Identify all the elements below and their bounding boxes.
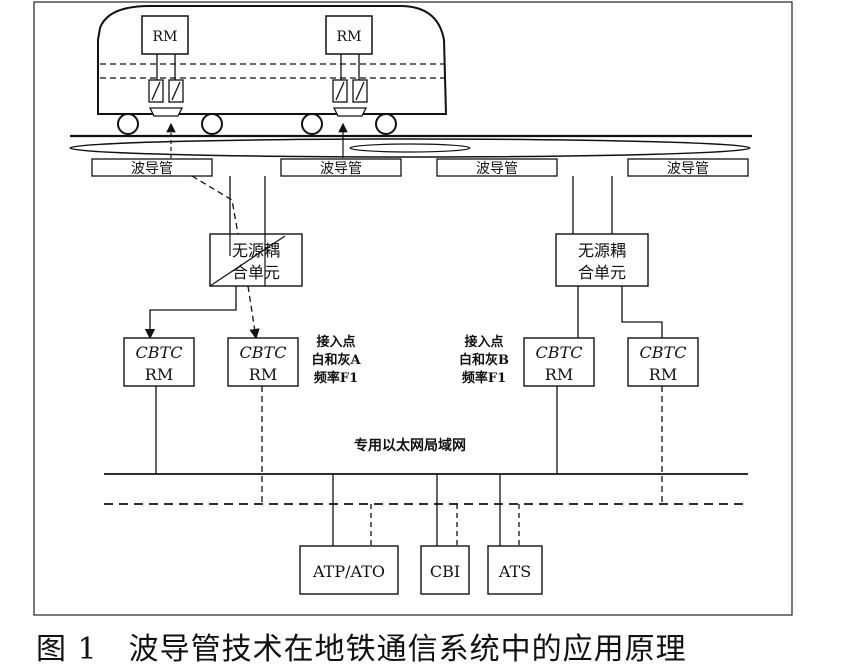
waveguide-box-2 — [280, 158, 402, 177]
cbtc-box-4 — [627, 337, 699, 387]
train-rm-box-left — [141, 15, 189, 55]
system-label-cbi: CBI — [430, 562, 460, 581]
coupler-crossing-lines — [209, 234, 286, 287]
system-box-ats — [487, 545, 543, 595]
waveguide-label-3: 波导管 — [476, 161, 518, 177]
waveguide-label-4: 波导管 — [667, 161, 709, 177]
waveguide-box-3 — [436, 158, 558, 177]
cbtc-label-1b: RM — [145, 365, 173, 384]
access-point-b-line2: 白和灰B — [459, 352, 509, 368]
train-rm-label-right: RM — [337, 29, 362, 45]
antenna-assembly-left — [148, 54, 184, 117]
bus-to-system-lines — [332, 474, 520, 546]
wheel-icon — [201, 113, 223, 135]
coupler-feed-lines-right — [572, 176, 613, 234]
coupler-to-cbtc-lines — [144, 285, 663, 340]
cbtc-label-3a: CBTC — [536, 343, 583, 362]
antenna-assembly-right — [332, 54, 368, 117]
system-label-ats: ATS — [498, 562, 531, 581]
waveguide-label-2: 波导管 — [320, 161, 362, 177]
figure-caption: 图 1 波导管技术在地铁通信系统中的应用原理 — [36, 632, 687, 667]
cbtc-label-4a: CBTC — [640, 343, 687, 362]
access-point-b-line1: 接入点 — [464, 334, 503, 350]
waveguide-box-4 — [627, 158, 749, 177]
cbtc-label-2b: RM — [249, 365, 277, 384]
system-label-atp-ato: ATP/ATO — [312, 562, 385, 581]
coupler-label-left-1: 无源耦 — [232, 241, 280, 260]
coupler-feed-lines-left — [191, 175, 266, 235]
cbtc-box-3 — [523, 337, 595, 387]
train-rm-box-right — [325, 15, 373, 55]
coupler-box-left — [209, 233, 303, 287]
track-loop-inner — [349, 143, 471, 153]
wheel-icon — [375, 113, 397, 135]
wheel-icon — [117, 113, 139, 135]
cbtc-label-1a: CBTC — [136, 343, 183, 362]
system-box-atp-ato — [299, 545, 399, 595]
system-box-cbi — [420, 545, 470, 595]
coupler-box-right — [555, 233, 649, 287]
coupler-label-right-1: 无源耦 — [578, 241, 626, 260]
access-point-a-line3: 频率F1 — [314, 370, 358, 386]
coupler-label-right-2: 合单元 — [578, 263, 626, 282]
cbtc-label-2a: CBTC — [240, 343, 287, 362]
wheel-icon — [301, 113, 323, 135]
track-loop — [69, 138, 751, 158]
waveguide-box-1 — [91, 158, 213, 177]
cbtc-box-1 — [123, 337, 195, 387]
cbtc-to-bus-lines — [155, 386, 663, 504]
waveguide-label-1: 波导管 — [131, 161, 173, 177]
access-point-a-line1: 接入点 — [316, 334, 355, 350]
train-rm-label-left: RM — [153, 29, 178, 45]
cbtc-label-3b: RM — [545, 365, 573, 384]
cbtc-label-4b: RM — [649, 365, 677, 384]
access-point-b-line3: 频率F1 — [462, 370, 506, 386]
figure-frame — [33, 1, 793, 616]
access-point-a-line2: 白和灰A — [311, 352, 361, 368]
coupler-label-left-2: 合单元 — [232, 263, 280, 282]
cbtc-box-2 — [227, 337, 299, 387]
network-label: 专用以太网局域网 — [354, 437, 466, 454]
